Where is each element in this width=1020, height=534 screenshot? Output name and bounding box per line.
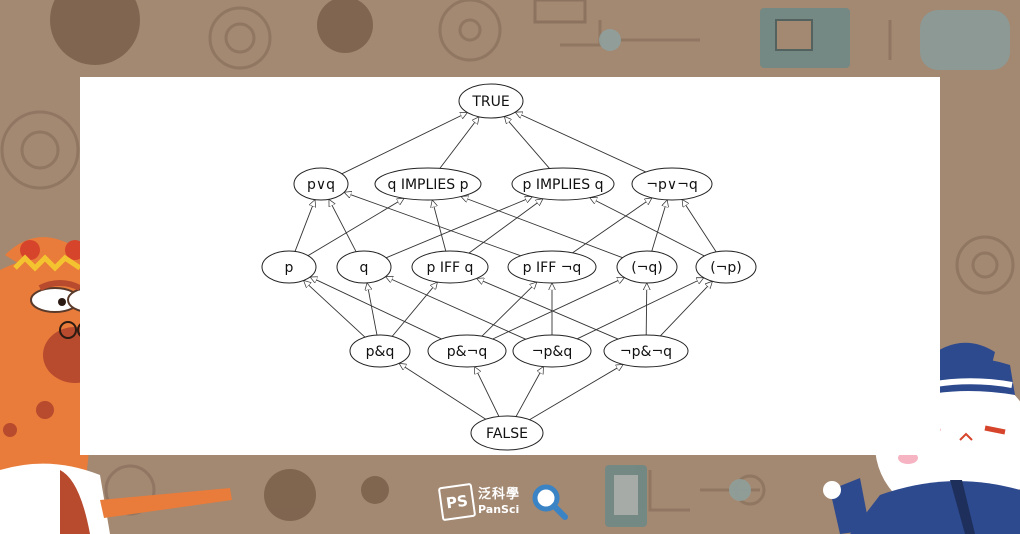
- diagram-panel: TRUE p∨q q IMPLIES p p IMPLIES q ¬p∨¬q p q p IF…: [80, 77, 940, 455]
- node-label: p∨q: [307, 177, 335, 193]
- node-n_pq: p&q: [349, 334, 411, 368]
- edge-n_por-to-n_true: [341, 113, 468, 175]
- node-n_qip: q IMPLIES p: [374, 167, 482, 201]
- node-label: ¬p∨¬q: [646, 177, 697, 193]
- node-label: q IMPLIES p: [388, 177, 469, 193]
- node-n_false: FALSE: [470, 415, 544, 451]
- node-label: TRUE: [471, 94, 509, 110]
- node-label: p IMPLIES q: [523, 177, 604, 193]
- node-ellipse: [511, 167, 615, 201]
- pansci-brand: PS 泛科學 PanSci: [437, 482, 570, 522]
- edge-layer: [294, 112, 717, 421]
- edge-n_npnq-to-n_piffq: [477, 278, 619, 340]
- node-ellipse: [616, 250, 678, 284]
- edge-n_np-to-n_npnq_or: [682, 199, 717, 253]
- node-ellipse: [507, 250, 597, 284]
- node-label: FALSE: [486, 426, 528, 442]
- node-layer: TRUE p∨q q IMPLIES p p IMPLIES q ¬p∨¬q p q p IF…: [261, 83, 757, 451]
- node-label: p IFF ¬q: [523, 260, 582, 276]
- node-n_npnq_or: ¬p∨¬q: [631, 167, 713, 201]
- node-n_p: p: [261, 250, 317, 284]
- edge-n_npq-to-n_np: [577, 278, 704, 340]
- node-n_npq: ¬p&q: [512, 334, 592, 368]
- node-label: p&¬q: [447, 344, 487, 360]
- brand-name-cn: 泛科學: [478, 487, 521, 502]
- node-label: q: [360, 260, 369, 276]
- node-ellipse: [695, 250, 757, 284]
- edge-n_pnq-to-n_piffnq: [481, 282, 537, 337]
- edge-n_npnq-to-n_np: [659, 281, 712, 337]
- node-n_piffnq: p IFF ¬q: [507, 250, 597, 284]
- edge-n_piffnq-to-n_npnq_or: [572, 198, 651, 254]
- node-ellipse: [374, 167, 482, 201]
- node-ellipse: [427, 334, 507, 368]
- boolean-lattice-diagram: TRUE p∨q q IMPLIES p p IMPLIES q ¬p∨¬q p q p IF…: [261, 83, 757, 451]
- node-n_q: q: [336, 250, 392, 284]
- node-ellipse: [458, 83, 524, 119]
- edge-n_pnq-to-n_p: [310, 277, 442, 340]
- edge-n_pq-to-n_q: [367, 283, 378, 336]
- pansci-logo: PS: [437, 482, 477, 522]
- node-n_por: p∨q: [293, 167, 349, 201]
- node-n_piq: p IMPLIES q: [511, 167, 615, 201]
- edge-n_qip-to-n_true: [439, 117, 479, 169]
- brand-name-en: PanSci: [478, 503, 520, 516]
- node-n_true: TRUE: [458, 83, 524, 119]
- node-ellipse: [261, 250, 317, 284]
- edge-n_np-to-n_piq: [590, 197, 705, 257]
- node-ellipse: [631, 167, 713, 201]
- node-ellipse: [411, 250, 489, 284]
- node-ellipse: [512, 334, 592, 368]
- edge-n_pq-to-n_p: [304, 280, 366, 338]
- edge-n_pq-to-n_piffq: [391, 282, 437, 337]
- edge-n_nq-to-n_qip: [461, 197, 623, 259]
- node-ellipse: [470, 415, 544, 451]
- edge-n_q-to-n_por: [328, 199, 357, 252]
- edge-n_npq-to-n_q: [386, 277, 526, 340]
- edge-n_npnq-to-n_nq: [646, 283, 647, 336]
- edge-n_nq-to-n_npnq_or: [651, 200, 667, 252]
- edge-n_piq-to-n_true: [504, 116, 550, 169]
- edge-n_false-to-n_npq: [515, 367, 544, 417]
- magnifier-icon: [532, 484, 569, 520]
- node-ellipse: [603, 334, 689, 368]
- node-label: (¬q): [631, 260, 663, 276]
- edge-n_piffnq-to-n_por: [344, 192, 521, 257]
- edge-n_p-to-n_qip: [307, 198, 404, 257]
- edge-n_false-to-n_pq: [399, 363, 486, 420]
- node-label: p IFF q: [427, 260, 474, 276]
- edge-n_p-to-n_por: [294, 200, 315, 252]
- node-label: (¬p): [710, 260, 742, 276]
- edge-n_piffq-to-n_piq: [468, 199, 543, 254]
- node-label: p&q: [366, 344, 395, 360]
- node-label: ¬p&q: [532, 344, 572, 360]
- node-label: p: [285, 260, 294, 276]
- node-ellipse: [293, 167, 349, 201]
- node-ellipse: [349, 334, 411, 368]
- node-n_npnq: ¬p&¬q: [603, 334, 689, 368]
- node-n_pnq: p&¬q: [427, 334, 507, 368]
- edge-n_false-to-n_npnq: [529, 364, 623, 421]
- edge-n_false-to-n_pnq: [475, 367, 500, 417]
- edge-n_pnq-to-n_nq: [492, 278, 625, 340]
- node-n_nq: (¬q): [616, 250, 678, 284]
- edge-n_piffq-to-n_qip: [432, 200, 447, 252]
- edge-n_q-to-n_piq: [385, 197, 532, 259]
- node-label: ¬p&¬q: [620, 344, 672, 360]
- node-ellipse: [336, 250, 392, 284]
- node-n_piffq: p IFF q: [411, 250, 489, 284]
- edge-n_npnq_or-to-n_true: [515, 112, 646, 173]
- node-n_np: (¬p): [695, 250, 757, 284]
